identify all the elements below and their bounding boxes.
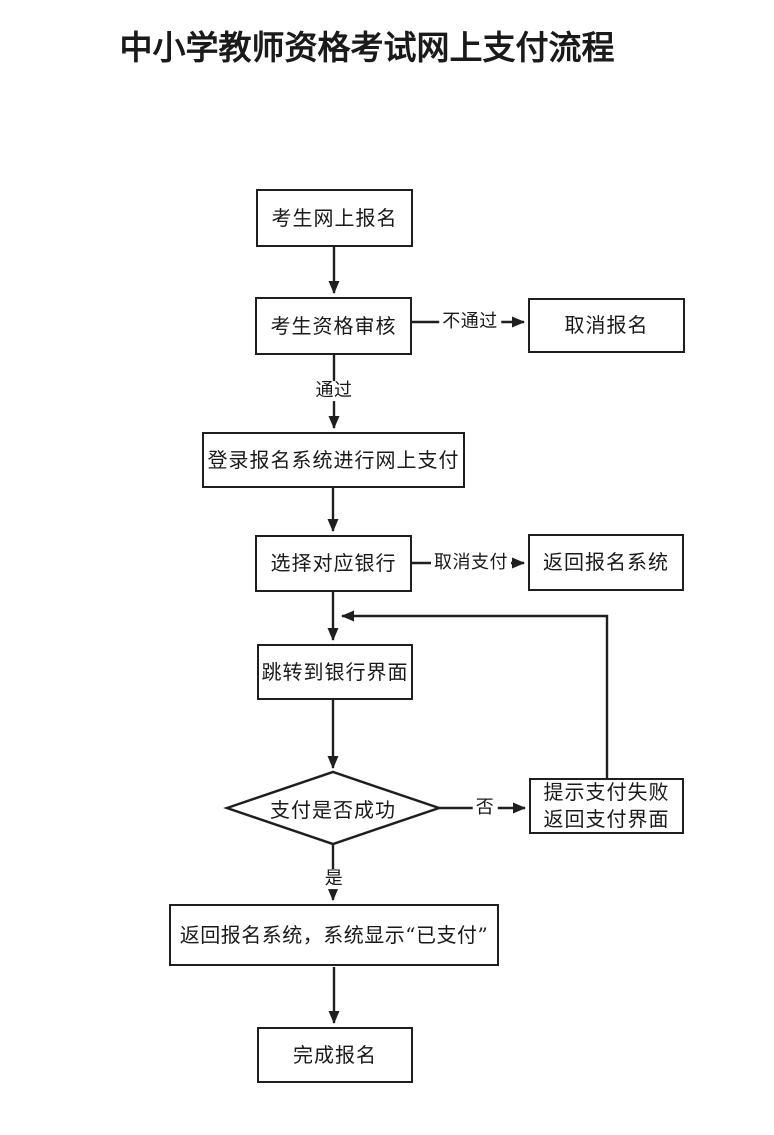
node-paid-status: 返回报名系统，系统显示“已支付” xyxy=(169,904,499,966)
decision-diamond-shape xyxy=(223,770,443,846)
edge-label-yes: 是 xyxy=(321,869,347,889)
node-register: 考生网上报名 xyxy=(256,189,413,247)
node-return-registration-system: 返回报名系统 xyxy=(528,534,684,591)
node-select-bank: 选择对应银行 xyxy=(255,535,412,592)
edge-label-no: 否 xyxy=(472,798,498,818)
edge-label-cancel-payment: 取消支付 xyxy=(431,553,511,573)
node-cancel-registration: 取消报名 xyxy=(528,298,685,353)
payment-failed-line1: 提示支付失败 xyxy=(543,780,670,804)
edge-label-passed: 通过 xyxy=(312,381,356,401)
node-payment-failed: 提示支付失败 返回支付界面 xyxy=(529,778,684,834)
node-complete-registration: 完成报名 xyxy=(257,1027,413,1083)
edge-label-not-passed: 不通过 xyxy=(439,312,501,332)
edge-failloop-back xyxy=(341,610,609,778)
node-login-payment: 登录报名系统进行网上支付 xyxy=(202,432,465,488)
page-title: 中小学教师资格考试网上支付流程 xyxy=(119,28,615,67)
node-payment-success-decision: 支付是否成功 xyxy=(270,797,396,822)
payment-failed-line2: 返回支付界面 xyxy=(543,807,670,831)
node-bank-interface: 跳转到银行界面 xyxy=(257,644,413,700)
node-qualification-review: 考生资格审核 xyxy=(255,297,412,355)
